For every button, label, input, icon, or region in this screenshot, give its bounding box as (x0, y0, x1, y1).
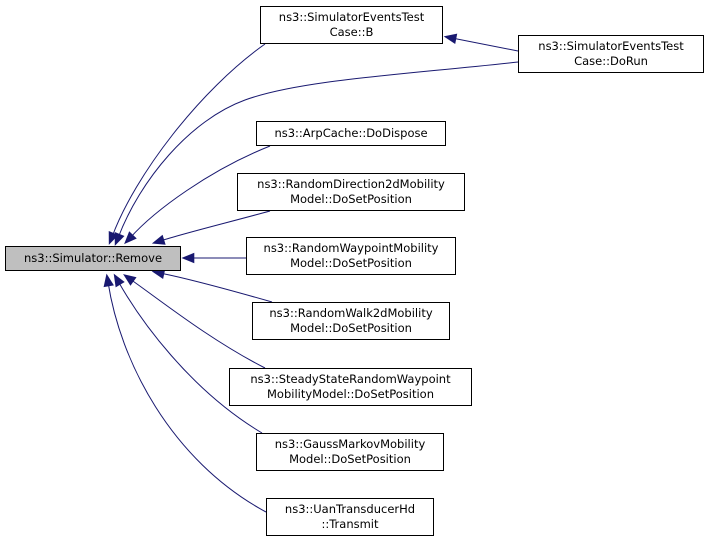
node-label-line: ns3::Simulator::Remove (23, 251, 163, 265)
node-label-line: ns3::RandomWalk2dMobility (269, 306, 433, 320)
node-random-walk-2d-do-set-position[interactable]: ns3::RandomWalk2dMobility Model::DoSetPo… (252, 302, 450, 340)
node-label-line: Case::DoRun (574, 54, 648, 68)
edge-arp-cache-arrowhead (124, 231, 137, 245)
edge-random-direction-arrowhead (151, 234, 166, 245)
node-label-line: Model::DoSetPosition (289, 452, 411, 466)
node-label-line: ns3::UanTransducerHd (284, 502, 416, 516)
edge-test-case-b (111, 43, 266, 238)
edge-random-walk (159, 272, 273, 303)
node-label-line: ns3::SimulatorEventsTest (538, 39, 684, 53)
node-steady-state-random-waypoint-do-set-position[interactable]: ns3::SteadyStateRandomWaypoint MobilityM… (229, 368, 472, 406)
node-simulator-events-test-case-do-run[interactable]: ns3::SimulatorEventsTest Case::DoRun (518, 35, 704, 73)
node-label-line: ::Transmit (321, 517, 379, 531)
node-label-line: Model::DoSetPosition (290, 321, 412, 335)
node-label-line: Model::DoSetPosition (290, 256, 412, 270)
edge-uan-transducer (107, 281, 267, 513)
node-simulator-events-test-case-b[interactable]: ns3::SimulatorEventsTest Case::B (260, 6, 443, 44)
edge-steady-state (129, 278, 266, 369)
node-label-line: MobilityModel::DoSetPosition (267, 387, 434, 401)
node-random-direction-2d-do-set-position[interactable]: ns3::RandomDirection2dMobility Model::Do… (237, 173, 465, 211)
edge-do-run-direct-arrowhead (114, 232, 125, 246)
edge-do-run-direct (117, 61, 519, 239)
node-label-line: ns3::RandomWaypointMobility (263, 241, 439, 255)
node-simulator-remove: ns3::Simulator::Remove (5, 246, 181, 271)
edge-do-run-to-b-arrowhead (443, 33, 458, 44)
node-uan-transducer-hd-transmit[interactable]: ns3::UanTransducerHd ::Transmit (266, 498, 434, 536)
edge-gauss-markov-arrowhead (113, 273, 125, 288)
node-label-line: ns3::RandomDirection2dMobility (257, 177, 445, 191)
node-label-line: ns3::SimulatorEventsTest (278, 10, 425, 24)
edge-random-direction (159, 210, 271, 242)
edge-uan-transducer-arrowhead (103, 273, 114, 288)
node-label-line: Model::DoSetPosition (290, 192, 412, 206)
node-gauss-markov-do-set-position[interactable]: ns3::GaussMarkovMobility Model::DoSetPos… (256, 433, 444, 471)
node-random-waypoint-do-set-position[interactable]: ns3::RandomWaypointMobility Model::DoSet… (246, 237, 456, 275)
node-arp-cache-do-dispose[interactable]: ns3::ArpCache::DoDispose (256, 121, 446, 146)
edge-gauss-markov (117, 280, 263, 434)
node-label-line: ns3::SteadyStateRandomWaypoint (250, 372, 451, 386)
node-label-line: Case::B (329, 25, 374, 39)
edge-arp-cache (129, 145, 271, 239)
edge-do-run-to-b (451, 37, 519, 52)
edge-steady-state-arrowhead (123, 274, 137, 286)
node-label-line: ns3::GaussMarkovMobility (274, 437, 426, 451)
edge-random-waypoint-arrowhead (181, 252, 195, 264)
node-label-line: ns3::ArpCache::DoDispose (274, 126, 428, 140)
